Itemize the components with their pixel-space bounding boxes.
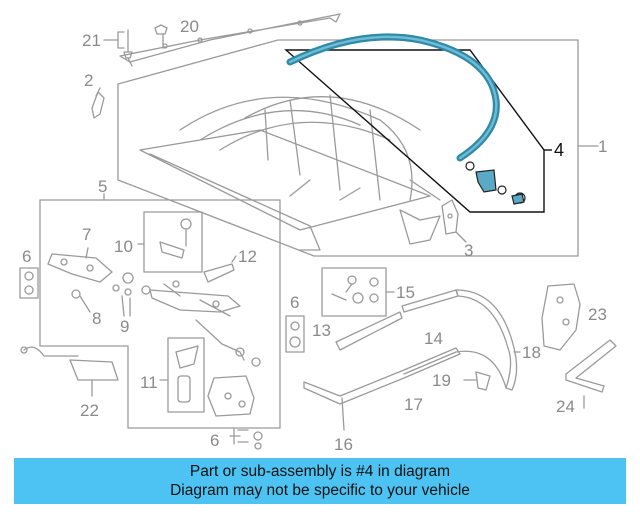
callout-12: 12 xyxy=(238,247,257,266)
callout-21-bracket xyxy=(103,31,125,49)
part-17-seal xyxy=(403,350,507,389)
part-3-bracket xyxy=(441,199,467,243)
callout-8-leader xyxy=(79,295,91,313)
part-19-pin xyxy=(463,371,491,391)
part-4-bracket xyxy=(475,169,497,193)
callout-5: 5 xyxy=(98,177,107,196)
part-4-weatherstrip xyxy=(286,33,500,162)
part-4-outline xyxy=(284,49,545,213)
callout-16-leader xyxy=(341,397,345,431)
callout-14: 14 xyxy=(424,329,443,348)
callout-2: 2 xyxy=(84,71,93,90)
callout-17: 17 xyxy=(404,395,423,414)
part-23-bracket xyxy=(541,283,581,351)
part-10-bolt xyxy=(159,218,192,259)
callout-19: 19 xyxy=(432,371,451,390)
part-11-spring xyxy=(177,375,191,403)
callout-3: 3 xyxy=(464,241,473,260)
part-6-box-mid xyxy=(285,315,305,353)
part-22-cable xyxy=(20,346,119,381)
part-2-clip xyxy=(91,87,105,119)
part-13-seal xyxy=(335,311,403,351)
part-7-hinge xyxy=(47,247,113,283)
part-6-box-left xyxy=(19,267,39,299)
callout-6-bottom: 6 xyxy=(210,431,219,450)
callout-22: 22 xyxy=(80,401,99,420)
part-10-box xyxy=(143,211,203,273)
part-24-rod xyxy=(565,339,617,393)
part-11-clip xyxy=(175,345,199,369)
part-15-box xyxy=(321,267,387,317)
callout-16: 16 xyxy=(334,435,353,454)
callout-13: 13 xyxy=(312,321,331,340)
info-banner: Part or sub-assembly is #4 in diagram Di… xyxy=(14,458,626,504)
part-15-fasteners xyxy=(331,275,379,304)
part-11-box xyxy=(167,337,205,413)
part-16-seal xyxy=(303,347,461,405)
callout-15: 15 xyxy=(396,283,415,302)
parts-diagram: 20 21 2 4 1 5 3 7 6 10 12 8 9 11 22 6 6 … xyxy=(19,13,617,454)
callout-1: 1 xyxy=(598,137,607,156)
callout-8: 8 xyxy=(92,309,101,328)
callout-11: 11 xyxy=(140,373,158,392)
linkage-mechanism xyxy=(149,280,245,361)
part-12-pad xyxy=(203,263,235,283)
banner-line-2: Diagram may not be specific to your vehi… xyxy=(170,482,470,499)
part-8-washer xyxy=(71,289,81,299)
soft-top-frame xyxy=(139,94,441,251)
part-9-fasteners xyxy=(112,272,151,317)
part-4-washer xyxy=(465,161,475,171)
callout-7: 7 xyxy=(82,225,91,244)
callout-23: 23 xyxy=(588,305,607,324)
banner-line-1: Part or sub-assembly is #4 in diagram xyxy=(189,463,451,480)
callout-4: 4 xyxy=(554,140,564,160)
lower-bracket xyxy=(207,347,261,417)
callout-9: 9 xyxy=(120,317,129,336)
callout-6-left: 6 xyxy=(22,247,31,266)
part-21-bolt xyxy=(123,24,168,59)
callout-18: 18 xyxy=(522,343,541,362)
part-5-box xyxy=(39,199,281,429)
callout-12-leader xyxy=(231,255,237,263)
part-1-outline xyxy=(117,39,579,257)
callout-6-mid: 6 xyxy=(290,293,299,312)
callout-24: 24 xyxy=(556,397,575,416)
part-6-bottom xyxy=(229,427,263,450)
callout-10: 10 xyxy=(114,237,133,256)
part-4-group xyxy=(284,33,552,213)
callout-21: 21 xyxy=(82,31,101,50)
callout-20: 20 xyxy=(180,17,199,36)
